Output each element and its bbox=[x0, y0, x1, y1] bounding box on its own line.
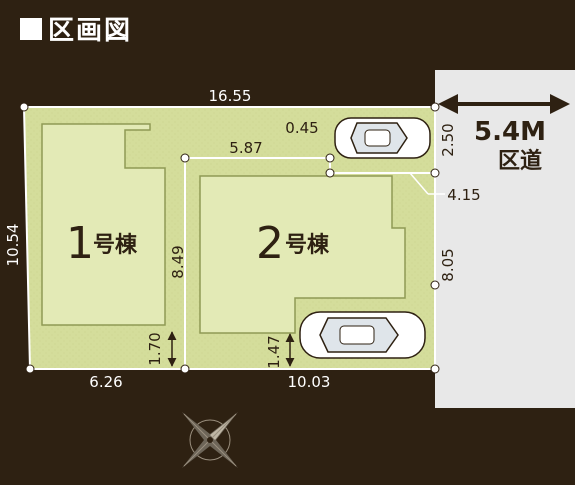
building-2 bbox=[199, 175, 406, 334]
dim-setback-1: 1.70 bbox=[146, 332, 164, 365]
car-bottom-icon bbox=[299, 311, 426, 359]
callout-leader bbox=[409, 172, 429, 195]
dim-lot2-top: 5.87 bbox=[229, 139, 262, 157]
compass-icon bbox=[182, 412, 238, 468]
road-name-label: 区道 bbox=[498, 148, 542, 174]
dim-right-lower: 8.05 bbox=[439, 248, 457, 281]
dim-top: 16.55 bbox=[209, 87, 252, 105]
dim-parking-offset: 0.45 bbox=[285, 119, 318, 137]
corner-points bbox=[19, 102, 440, 374]
building-2-suffix: 号棟 bbox=[285, 232, 330, 258]
dim-left: 10.54 bbox=[4, 224, 22, 267]
dim-bottom-right: 10.03 bbox=[288, 373, 331, 391]
title-square-icon bbox=[20, 17, 42, 40]
page-title: 区画図 bbox=[48, 16, 133, 46]
dim-bottom-left: 6.26 bbox=[89, 373, 122, 391]
building-1-number: 1 bbox=[66, 218, 94, 269]
building-1 bbox=[41, 123, 166, 326]
dim-divider-left: 8.49 bbox=[169, 245, 187, 278]
building-2-number: 2 bbox=[256, 218, 284, 269]
header: 区画図 bbox=[20, 10, 132, 47]
dim-right-upper: 2.50 bbox=[439, 123, 457, 156]
building-1-suffix: 号棟 bbox=[93, 232, 138, 258]
car-top-icon bbox=[334, 117, 431, 159]
road-strip bbox=[435, 70, 575, 408]
dim-setback-2: 1.47 bbox=[265, 335, 283, 368]
dim-right-callout: 4.15 bbox=[447, 186, 480, 204]
road-width-label: 5.4M bbox=[474, 117, 546, 147]
